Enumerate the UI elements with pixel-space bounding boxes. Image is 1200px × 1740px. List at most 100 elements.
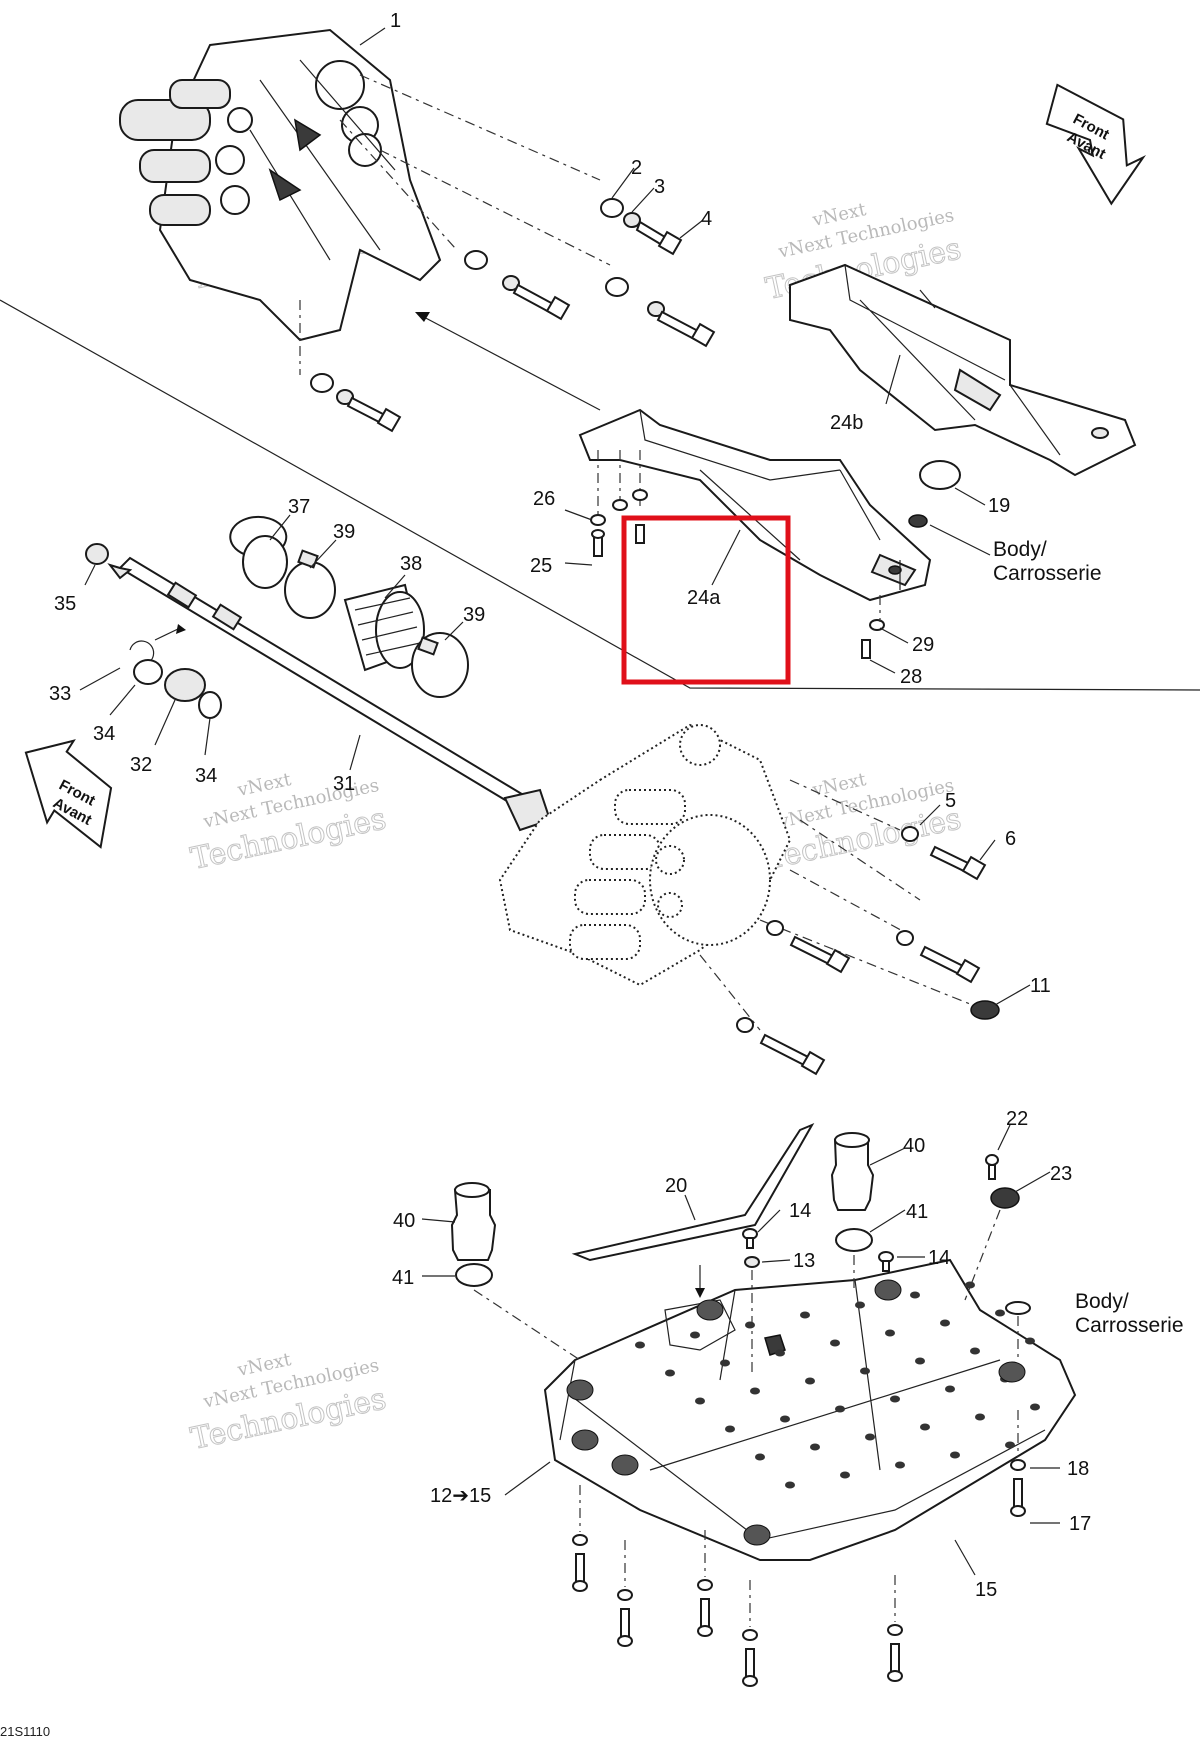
plate-hole <box>775 1349 785 1357</box>
callout-37: 37 <box>288 496 310 518</box>
bolt <box>572 1485 588 1592</box>
callout-2: 2 <box>631 157 642 179</box>
callout-26: 26 <box>533 488 555 510</box>
bolt <box>887 1575 903 1682</box>
plate-hole <box>855 1301 865 1309</box>
callout-38: 38 <box>400 553 422 575</box>
bolt <box>617 1540 633 1647</box>
bolt <box>742 1580 758 1687</box>
housing-dash-lines <box>299 74 611 411</box>
plate-mount <box>743 1524 771 1546</box>
callout-20: 20 <box>665 1175 687 1197</box>
plate-hole <box>810 1443 820 1451</box>
plate-hole <box>995 1309 1005 1317</box>
callout-41-right: 41 <box>906 1201 928 1223</box>
plate-hole <box>1030 1403 1040 1411</box>
plate-hole <box>865 1433 875 1441</box>
plate-hole <box>725 1425 735 1433</box>
plate-hole <box>895 1461 905 1469</box>
plate-hole <box>780 1415 790 1423</box>
leader-lines <box>79 27 1060 1576</box>
pump-housing-top <box>119 28 442 342</box>
front-arrow-left: Front Avant <box>24 739 113 849</box>
plate-mount <box>566 1379 594 1401</box>
callout-28: 28 <box>900 666 922 688</box>
support-24a <box>578 408 932 602</box>
callout-34-right: 34 <box>195 765 217 787</box>
callout-3: 3 <box>654 176 665 198</box>
housing-fasteners <box>310 198 716 433</box>
plate-hole <box>920 1423 930 1431</box>
plate-hole <box>910 1291 920 1299</box>
middle-fasteners <box>699 779 1000 1076</box>
callout-40-right: 40 <box>903 1135 925 1157</box>
callout-14-upper: 14 <box>789 1200 811 1222</box>
body-label-upper-1: Body/ <box>993 538 1047 561</box>
bushings-40-41 <box>450 1132 875 1361</box>
callout-23: 23 <box>1050 1163 1072 1185</box>
drawing-code: 21S1110 <box>0 1724 50 1739</box>
plate-hole <box>860 1367 870 1375</box>
plate-hole <box>840 1471 850 1479</box>
front-arrow-top: Front Avant <box>1045 83 1147 206</box>
plate-hole <box>805 1377 815 1385</box>
plate-hole <box>750 1387 760 1395</box>
plate-mount <box>998 1361 1026 1383</box>
callout-labels: 1 2 3 4 5 6 11 12➔15 13 14 14 15 17 18 1… <box>49 10 1091 1601</box>
callout-40-left: 40 <box>393 1210 415 1232</box>
plate-mount <box>696 1299 724 1321</box>
plate-hole <box>835 1405 845 1413</box>
wear-strip-20 <box>571 1122 815 1298</box>
plate-hole <box>635 1341 645 1349</box>
bolt <box>1010 1410 1026 1517</box>
callout-6: 6 <box>1005 828 1016 850</box>
callout-25: 25 <box>530 555 552 577</box>
callout-13: 13 <box>793 1250 815 1272</box>
plate-hole <box>690 1331 700 1339</box>
callout-24b: 24b <box>830 412 863 434</box>
callout-11: 11 <box>1030 975 1051 997</box>
plate-hole <box>695 1397 705 1405</box>
callout-39-lower: 39 <box>463 604 485 626</box>
body-label-lower-1: Body/ <box>1075 1290 1129 1313</box>
plate-hole <box>890 1395 900 1403</box>
plate-hole <box>915 1357 925 1365</box>
callout-14-right: 14 <box>928 1247 950 1269</box>
plate-hole <box>945 1385 955 1393</box>
body-labels: Body/ Carrosserie Body/ Carrosserie <box>993 538 1184 1337</box>
plate-hole <box>720 1359 730 1367</box>
callout-24a: 24a <box>687 587 721 609</box>
callout-4: 4 <box>701 208 712 230</box>
support-24b <box>789 263 1137 477</box>
plate-mount <box>571 1429 599 1451</box>
plate-mount <box>611 1454 639 1476</box>
plate-hole <box>950 1451 960 1459</box>
callout-39-upper: 39 <box>333 521 355 543</box>
plate-hole <box>755 1453 765 1461</box>
bolt <box>697 1530 713 1637</box>
fasteners-22-23 <box>964 1154 1031 1360</box>
callout-33: 33 <box>49 683 71 705</box>
callout-29: 29 <box>912 634 934 656</box>
arrow-head-icon <box>415 312 430 322</box>
highlight-24a <box>621 515 791 685</box>
callout-18: 18 <box>1067 1458 1089 1480</box>
ride-plate-holes <box>566 1279 1040 1546</box>
plate-hole <box>975 1413 985 1421</box>
callout-34-left: 34 <box>93 723 115 745</box>
diagonal-guide-line <box>0 299 1200 691</box>
callout-41-left: 41 <box>392 1267 414 1289</box>
callout-35: 35 <box>54 593 76 615</box>
body-label-lower-2: Carrosserie <box>1075 1314 1184 1337</box>
plate-mount <box>874 1279 902 1301</box>
plate-hole <box>800 1311 810 1319</box>
body-label-upper-2: Carrosserie <box>993 562 1102 585</box>
arrow-head-icon <box>695 1288 705 1298</box>
plate-hole <box>965 1281 975 1289</box>
callout-19: 19 <box>988 495 1010 517</box>
plate-hole <box>665 1369 675 1377</box>
plate-hole <box>940 1319 950 1327</box>
plate-hole <box>830 1339 840 1347</box>
